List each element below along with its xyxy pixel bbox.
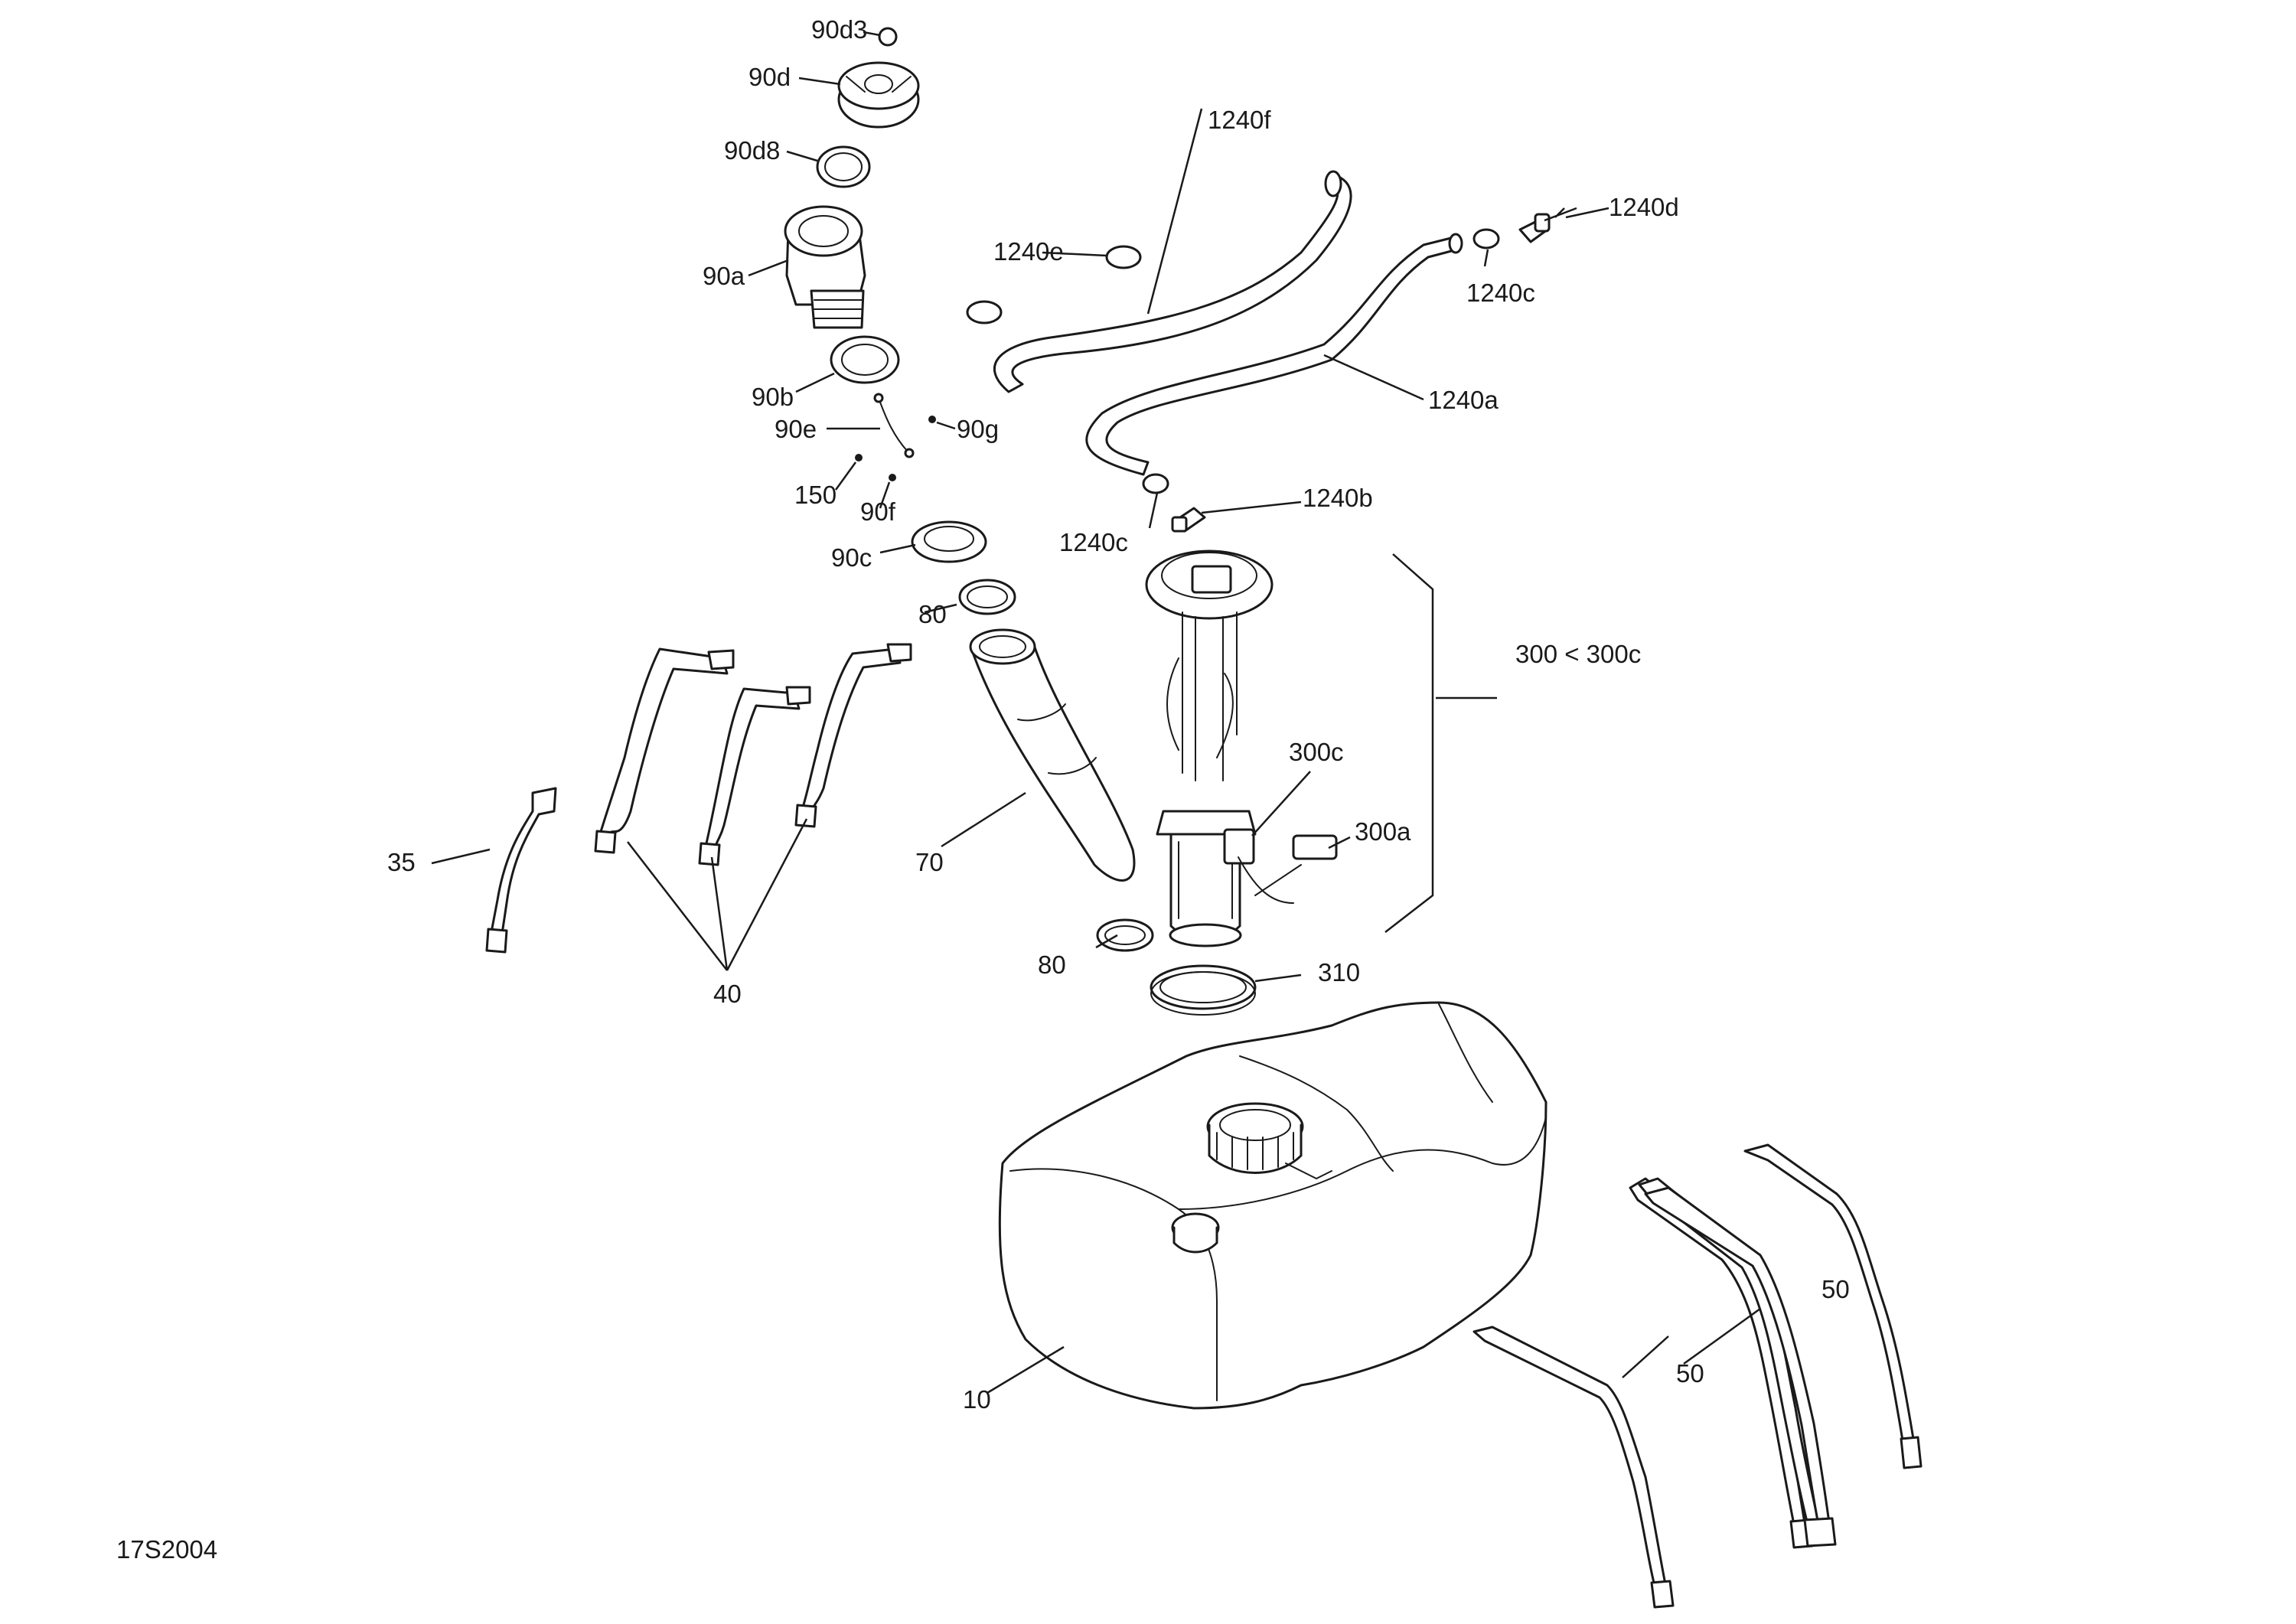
part-150-screw [855,454,863,461]
part-1240b-fitting [1171,507,1206,533]
part-90f-screw [889,474,896,481]
part-90d8-seal-ring [816,145,871,188]
part-40-strap-1 [594,647,735,854]
callout-80-upper: 80 [918,600,947,628]
callout-150: 150 [794,481,837,509]
leader-lines [431,31,1761,1394]
callout-90a: 90a [703,262,745,290]
part-50-strap-long-right [1743,1143,1923,1469]
callout-50-lower: 50 [1676,1359,1704,1388]
callout-1240e: 1240e [993,237,1064,266]
part-1240f-vent-hose [993,170,1352,393]
callout-1240d: 1240d [1609,193,1679,221]
part-1240d-valve [1518,213,1551,243]
callout-300-group: 300 < 300c [1515,640,1641,668]
part-90d3-cap-plug [878,27,898,47]
callout-1240c-upper: 1240c [1466,279,1535,307]
callout-1240f: 1240f [1208,106,1271,134]
part-50-strap-center [1644,1186,1837,1547]
callout-90f: 90f [860,497,896,526]
part-40-strap-3 [794,643,912,828]
part-300c-pump-sender [1223,828,1294,904]
part-90a-filler-neck [784,205,866,329]
callout-90d8: 90d8 [724,136,780,165]
callout-50-upper: 50 [1821,1275,1850,1303]
part-10-fuel-tank [998,1001,1548,1410]
callout-70: 70 [915,848,944,876]
callout-300c: 300c [1289,738,1344,766]
part-70-filler-hose [969,628,1136,882]
part-35-strap [485,787,557,954]
callout-90g: 90g [957,415,999,443]
callout-10: 10 [963,1385,991,1414]
callout-300a: 300a [1355,817,1411,846]
part-90g-screw [928,416,936,423]
callout-90b: 90b [752,383,794,411]
callout-40: 40 [713,980,742,1008]
callout-1240c-lower: 1240c [1059,528,1128,556]
callout-90e: 90e [775,415,817,443]
callout-35: 35 [387,848,416,876]
part-80-clamp-lower [1096,918,1154,952]
part-90e-ground-wire [873,393,915,458]
part-1240e-clamp [966,245,1142,324]
part-300a-float [1254,834,1338,896]
part-1240c-clamp-lower [1142,473,1169,494]
callout-labels: 90d3 90d 90d8 90a 90b 90e 90g 150 90f 90… [116,15,1850,1564]
part-80-clamp-upper [958,579,1016,615]
part-310-pump-seal [1150,964,1257,1016]
callout-80-lower: 80 [1038,951,1066,979]
diagram-id: 17S2004 [116,1535,217,1564]
part-1240c-clamp-upper [1473,228,1500,249]
part-90b-gasket [830,335,900,384]
part-50-strap-front [1473,1326,1675,1609]
callout-90d3: 90d3 [811,15,867,44]
group-bracket-300 [1384,553,1434,933]
part-300-fuel-pump-module [1145,549,1274,947]
callout-310: 310 [1318,958,1360,986]
callout-90c: 90c [831,543,872,572]
callout-1240a: 1240a [1428,386,1499,414]
part-90d-fuel-cap [837,61,920,129]
part-90c-lock-ring [911,520,987,563]
callout-1240b: 1240b [1303,484,1373,512]
part-40-strap-2 [698,686,811,866]
callout-90d: 90d [748,63,791,91]
part-1240a-vent-hose [1085,233,1463,476]
